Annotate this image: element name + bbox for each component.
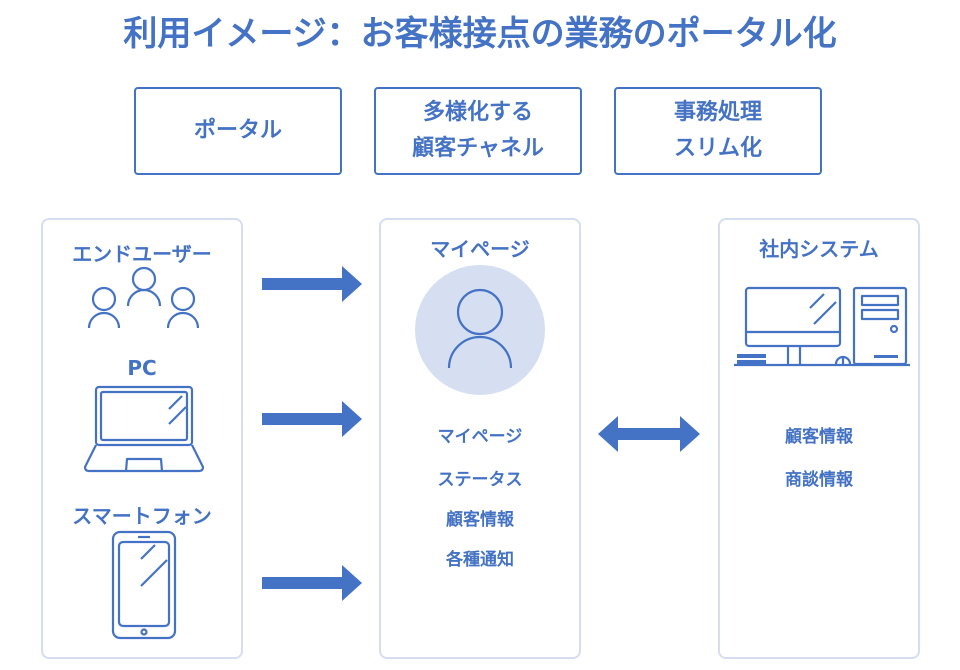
section-label-smartphone: スマートフォン [72, 504, 212, 528]
users-icon [87, 266, 200, 328]
top-box-line: 事務処理 [673, 100, 762, 125]
internal-system-item: 商談情報 [785, 470, 853, 490]
end-user-panel: エンドユーザー PC スマートフォン [41, 218, 243, 659]
top-box-portal: ポータル [134, 87, 342, 175]
top-box-streamline: 事務処理 スリム化 [614, 87, 822, 175]
page-title: 利用イメージ：お客様接点の業務のポータル化 [123, 14, 837, 54]
mypage-item: 顧客情報 [446, 510, 514, 530]
top-box-channels: 多様化する 顧客チャネル [374, 87, 582, 175]
mypage-title: マイページ [430, 237, 530, 261]
user-avatar-icon [415, 265, 545, 395]
mypage-item: マイページ [437, 427, 523, 447]
mypage-panel: マイページ マイページ ステータス 顧客情報 各種通知 [379, 218, 581, 659]
internal-system-item: 顧客情報 [785, 427, 853, 447]
section-label-pc: PC [127, 356, 157, 380]
mypage-item: ステータス [437, 470, 523, 490]
top-box-line: ポータル [193, 118, 282, 143]
laptop-icon [83, 385, 205, 473]
smartphone-icon [111, 530, 177, 640]
arrow-right-users [262, 266, 362, 302]
top-box-line: 多様化する [422, 100, 533, 125]
internal-system-title: 社内システム [759, 237, 879, 261]
top-box-line: 顧客チャネル [412, 136, 544, 161]
mypage-item: 各種通知 [446, 550, 514, 570]
section-label-end-user: エンドユーザー [72, 242, 212, 266]
internal-system-panel: 社内システム 顧客情報 商談情報 [718, 218, 920, 659]
desktop-computer-icon [734, 286, 910, 367]
arrow-right-smartphone [262, 565, 362, 601]
arrow-right-pc [262, 401, 362, 437]
top-box-line: スリム化 [673, 136, 762, 161]
double-arrow [598, 416, 700, 452]
